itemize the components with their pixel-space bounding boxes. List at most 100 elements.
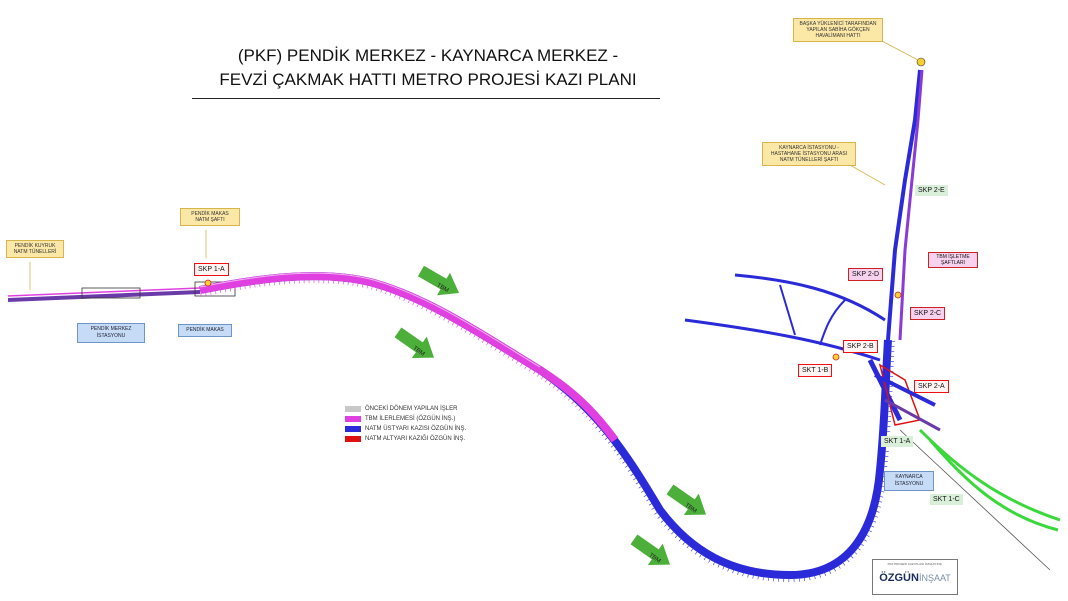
pendik-tail-tunnel	[7, 281, 236, 302]
legend-item-previous: ÖNCEKİ DÖNEM YAPILAN İŞLER	[345, 404, 466, 414]
ring-tick	[847, 559, 850, 563]
ring-tick	[548, 382, 552, 386]
ring-tick	[616, 453, 620, 456]
tbm-arrow-4	[630, 534, 671, 565]
ring-tick	[809, 577, 811, 581]
ring-tick	[842, 562, 846, 566]
ring-tick	[564, 394, 567, 398]
ring-tick	[503, 353, 506, 356]
ring-tick	[200, 293, 202, 297]
ring-tick	[819, 574, 821, 578]
legend-item-tbm: TBM İLERLEMESİ (ÖZGÜN İNŞ.)	[345, 414, 466, 424]
ring-tick	[651, 507, 655, 510]
ring-tick	[622, 461, 626, 464]
ring-tick	[737, 571, 739, 575]
ring-tick	[699, 554, 702, 558]
legend-swatch	[345, 406, 361, 412]
pendik-merkez-station-outline	[81, 287, 141, 299]
ring-tick	[712, 562, 715, 566]
ring-tick	[375, 288, 378, 292]
label-tbm-isletme: TBM İŞLETME ŞAFTLARI	[928, 252, 978, 268]
ring-tick	[494, 347, 497, 351]
ring-tick	[690, 548, 693, 552]
ring-tick	[871, 525, 875, 528]
ring-tick	[607, 441, 611, 444]
sabiha-gokcen-branch	[886, 57, 926, 341]
ring-tick	[425, 308, 428, 312]
ring-tick	[833, 568, 836, 572]
legend-label: NATM ÜSTYARI KAZISI ÖZGÜN İNŞ.	[365, 426, 467, 432]
ring-tick	[469, 332, 472, 336]
ring-tick	[601, 433, 605, 436]
ring-tick	[854, 552, 858, 555]
ring-tick	[443, 317, 446, 321]
ring-tick	[403, 298, 406, 302]
ring-tick	[394, 294, 396, 298]
tbm-arrow-label-1: TBM	[436, 283, 450, 295]
ring-tick	[520, 363, 523, 367]
green-alignment	[899, 428, 1061, 571]
ring-tick	[545, 379, 548, 383]
ring-tick	[552, 385, 556, 389]
ring-tick	[682, 542, 685, 545]
tbm-arrow-1	[417, 265, 460, 296]
ring-tick	[460, 327, 463, 331]
ring-tick	[224, 289, 227, 293]
ring-tick	[613, 449, 617, 452]
ring-tick	[630, 473, 634, 476]
ring-tick	[868, 530, 872, 533]
ring-tick	[742, 573, 744, 577]
legend-item-natm-bottom: NATM ALTYARI KAZIĞI ÖZGÜN İNŞ.	[345, 434, 466, 444]
ring-tick	[625, 465, 628, 468]
logo-brand-main: ÖZGÜN	[879, 572, 919, 584]
label-skp-2c: SKP 2-C	[910, 307, 946, 320]
legend-item-natm-top: NATM ÜSTYARI KAZISI ÖZGÜN İNŞ.	[345, 424, 466, 434]
ring-tick	[571, 401, 575, 404]
legend-swatch	[345, 416, 361, 422]
ring-tick	[528, 368, 531, 372]
ring-tick	[648, 503, 652, 506]
ring-tick	[371, 286, 373, 290]
logo-brand-suffix: İNŞAAT	[918, 573, 951, 583]
ring-tick	[646, 499, 650, 502]
note-kaynarca-hastahane: KAYNARCA İSTASYONU - HASTAHANE İSTASYONU…	[762, 142, 856, 166]
shaft-markers	[204, 279, 902, 361]
ring-tick	[722, 566, 725, 570]
label-skp-2e: SKP 2-E	[915, 185, 948, 196]
ring-tick	[638, 486, 642, 489]
ring-tick	[490, 345, 493, 349]
ring-tick	[451, 322, 454, 326]
ring-tick	[412, 302, 415, 306]
ring-tick	[447, 319, 450, 323]
ring-tick	[361, 284, 364, 288]
tbm-direction-arrows: TBM TBM TBM TBM	[394, 265, 707, 565]
ring-tick	[657, 516, 661, 519]
legend: ÖNCEKİ DÖNEM YAPILAN İŞLER TBM İLERLEMES…	[345, 404, 466, 444]
ring-tick	[863, 539, 867, 542]
ring-tick	[671, 531, 674, 535]
ring-tick	[633, 477, 637, 481]
station-pendik-makas: PENDİK MAKAS	[178, 324, 232, 337]
ring-tick	[592, 422, 595, 425]
label-skp-2b: SKP 2-B	[843, 340, 878, 353]
ring-tick	[838, 565, 841, 569]
ring-tick	[654, 512, 658, 515]
ring-tick	[694, 551, 698, 555]
company-logo: PKF PROJESİ KAZI PLANI ÖZGÜN İNŞ. ÖZGÜNİ…	[872, 559, 958, 595]
ring-tick	[481, 339, 485, 343]
ring-tick	[205, 292, 207, 296]
note-pendik-kuyruk: PENDİK KUYRUK NATM TÜNELLERİ	[6, 240, 64, 258]
ring-tick	[873, 520, 877, 523]
ring-tick	[585, 415, 589, 418]
note-leaders	[29, 39, 919, 290]
ring-tick	[582, 411, 585, 415]
logo-caption: PKF PROJESİ KAZI PLANI ÖZGÜN İNŞ.	[887, 562, 943, 566]
label-skt-1b: SKT 1-B	[798, 364, 833, 377]
ring-tick	[610, 445, 614, 448]
page-title: (PKF) PENDİK MERKEZ - KAYNARCA MERKEZ - …	[190, 44, 666, 92]
ring-tick	[464, 329, 467, 333]
ring-tick	[366, 285, 368, 289]
ring-tick	[567, 398, 571, 401]
kaynarca-natm-spurs	[684, 273, 941, 432]
ring-tick	[560, 391, 563, 395]
